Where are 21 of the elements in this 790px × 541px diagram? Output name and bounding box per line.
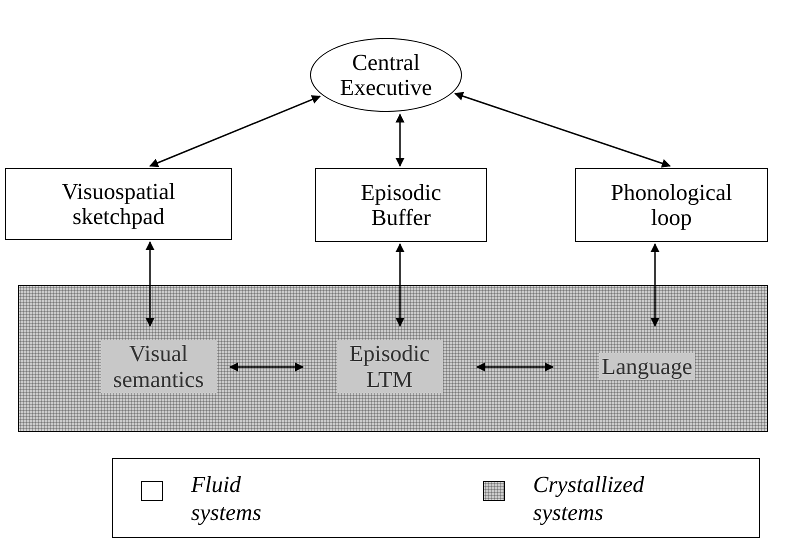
node-label: Phonological loop	[610, 180, 734, 230]
process-box	[5, 168, 232, 240]
node-label: Visuospatial sketchpad	[60, 178, 176, 230]
node-label: Central Executive	[339, 50, 433, 100]
double-arrow	[454, 92, 671, 168]
double-arrow	[650, 243, 660, 327]
process-box	[575, 168, 768, 242]
double-arrow	[476, 362, 554, 372]
process-box	[315, 168, 487, 242]
node-label: Episodic Buffer	[360, 180, 442, 230]
node-label: Language	[598, 352, 696, 380]
legend-label: Crystallized systems	[533, 471, 646, 526]
double-arrow	[229, 362, 304, 372]
double-arrow	[396, 243, 404, 327]
double-arrow	[396, 113, 404, 167]
node-label: Visual semantics	[100, 340, 216, 393]
legend-label: Fluid systems	[191, 471, 262, 526]
double-arrow	[149, 95, 321, 168]
shaded-band	[18, 285, 768, 432]
double-arrow	[146, 241, 154, 327]
node-label: Episodic LTM	[336, 340, 442, 393]
